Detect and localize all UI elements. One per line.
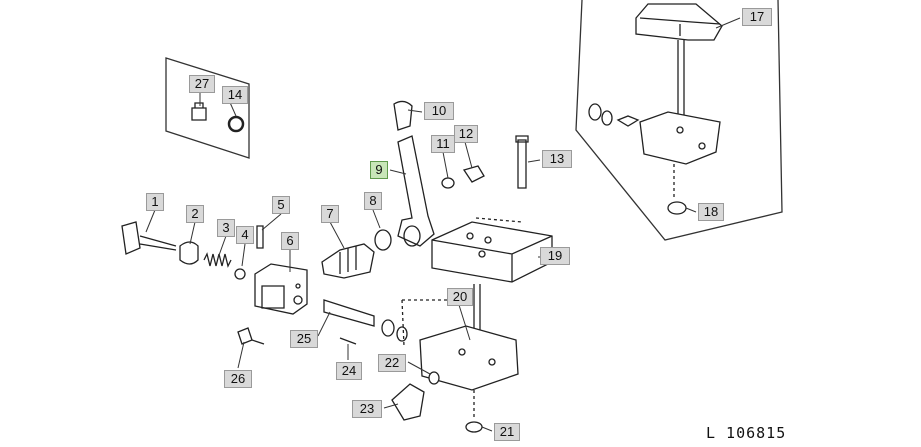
callout-8: 8 — [364, 192, 382, 210]
part-17-cover — [635, 3, 723, 41]
callout-26: 26 — [224, 370, 252, 388]
callout-20: 20 — [447, 288, 473, 306]
callout-27: 27 — [189, 75, 215, 93]
part-27-bolt — [191, 102, 207, 121]
part-14-washer — [227, 115, 245, 133]
part-1-bolt — [121, 221, 177, 255]
part-8-ring — [374, 229, 392, 251]
part-9-lever — [397, 135, 435, 247]
part-18-washer — [667, 201, 687, 215]
callout-11: 11 — [431, 135, 455, 153]
callout-13: 13 — [542, 150, 572, 168]
inset-valve-panel — [575, 0, 783, 241]
part-2-plug — [179, 241, 199, 265]
part-5-pin — [256, 225, 264, 249]
part-11-washer — [441, 177, 455, 189]
figure-reference-number: L 106815 — [706, 424, 787, 442]
callout-10: 10 — [424, 102, 454, 120]
part-4-ball — [234, 268, 246, 280]
part-26-screw — [237, 327, 265, 345]
callout-17: 17 — [742, 8, 772, 26]
part-25-spool — [323, 299, 375, 327]
valve-block-upper — [639, 111, 721, 165]
leader-lines — [145, 17, 741, 432]
part-19-block — [431, 221, 553, 283]
callout-14: 14 — [222, 86, 248, 104]
part-24-pin — [339, 337, 357, 345]
part-10-knob — [393, 100, 413, 131]
callout-1: 1 — [146, 193, 164, 211]
callout-19: 19 — [540, 247, 570, 265]
callout-22: 22 — [378, 354, 406, 372]
part-3-spring — [203, 252, 232, 268]
callout-24: 24 — [336, 362, 362, 380]
callout-21: 21 — [494, 423, 520, 441]
callout-23: 23 — [352, 400, 382, 418]
part-6-housing — [254, 263, 308, 315]
part-23-elbow — [391, 383, 425, 421]
part-22-seal — [428, 371, 440, 385]
part-13-bolt — [515, 135, 529, 189]
callout-2: 2 — [186, 205, 204, 223]
part-12-nut — [462, 165, 485, 183]
callout-6: 6 — [281, 232, 299, 250]
callout-12: 12 — [454, 125, 478, 143]
callout-25: 25 — [290, 330, 318, 348]
part-21-washer — [465, 421, 483, 433]
callout-5: 5 — [272, 196, 290, 214]
callout-3: 3 — [217, 219, 235, 237]
callout-9: 9 — [370, 161, 388, 179]
callout-7: 7 — [321, 205, 339, 223]
inset-fastener-panel — [165, 57, 250, 159]
callout-4: 4 — [236, 226, 254, 244]
callout-18: 18 — [698, 203, 724, 221]
